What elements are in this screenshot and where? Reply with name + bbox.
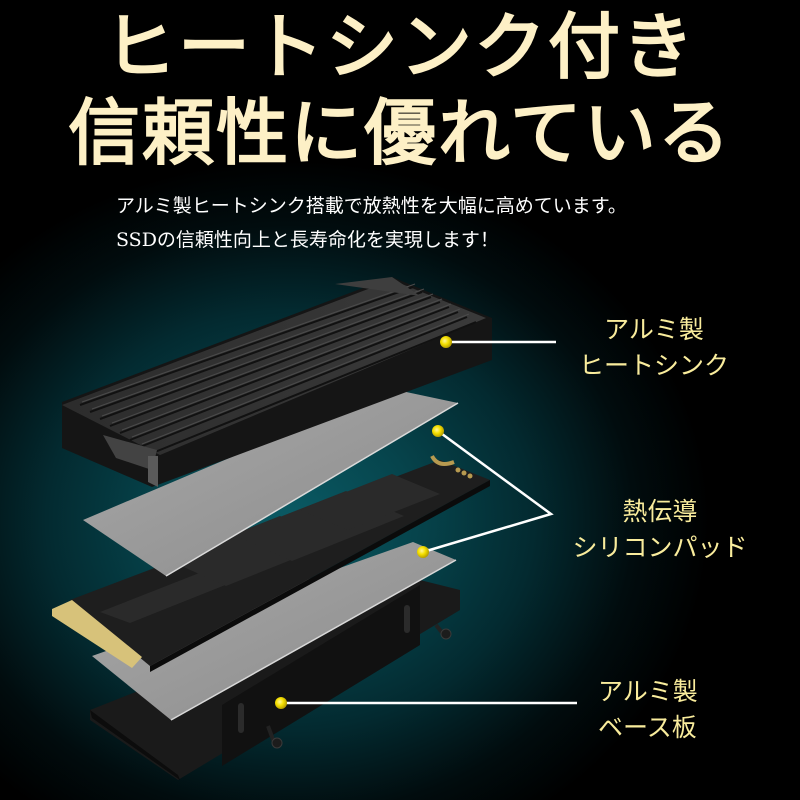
aluminum-heatsink bbox=[62, 277, 492, 487]
headline: ヒートシンク付き 信頼性に優れている bbox=[0, 4, 800, 176]
marker-dot-upper-pad bbox=[432, 425, 444, 437]
marker-dot-lower-pad bbox=[417, 546, 429, 558]
callout-base-plate-line-2: ベース板 bbox=[598, 713, 697, 742]
callout-silicone-pad-line-1: 熱伝導 bbox=[622, 497, 698, 526]
headline-line-1: ヒートシンク付き bbox=[103, 5, 696, 89]
screw-icon bbox=[266, 725, 283, 749]
lower-thermal-pad bbox=[92, 542, 456, 720]
marker-dot-base-plate bbox=[275, 697, 287, 709]
leader-lines bbox=[281, 340, 577, 705]
base-plate bbox=[90, 580, 460, 780]
subtitle-line-2: SSDの信頼性向上と長寿命化を実現します！ bbox=[116, 229, 499, 251]
callout-base-plate-line-1: アルミ製 bbox=[598, 677, 698, 706]
marker-dot-heatsink bbox=[440, 336, 452, 348]
callout-heatsink-line-2: ヒートシンク bbox=[578, 351, 729, 380]
gold-connector bbox=[52, 600, 142, 668]
upper-thermal-pad bbox=[83, 389, 458, 576]
callout-base-plate: アルミ製 ベース板 bbox=[598, 674, 698, 746]
screw-icon bbox=[434, 623, 452, 640]
callout-silicone-pad-line-2: シリコンパッド bbox=[572, 533, 748, 562]
subtitle-line-1: アルミ製ヒートシンク搭載で放熱性を大幅に高めています。 bbox=[116, 195, 627, 217]
headline-line-2: 信頼性に優れている bbox=[68, 91, 732, 175]
subtitle: アルミ製ヒートシンク搭載で放熱性を大幅に高めています。 SSDの信頼性向上と長寿… bbox=[116, 189, 627, 257]
ssd-board bbox=[52, 454, 490, 672]
callout-silicone-pad: 熱伝導 シリコンパッド bbox=[560, 494, 760, 566]
callout-heatsink-line-1: アルミ製 bbox=[604, 315, 704, 344]
callout-heatsink: アルミ製 ヒートシンク bbox=[574, 312, 734, 384]
